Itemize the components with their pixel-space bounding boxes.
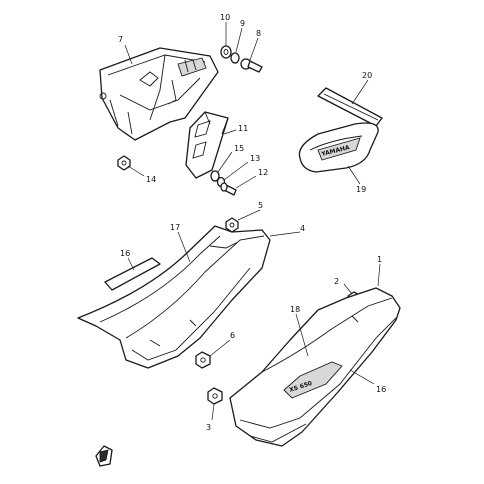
callout-20: 20 [362,71,372,80]
left-side-cover-part [77,225,271,369]
callout-16-left: 16 [120,249,130,258]
callout-8: 8 [256,29,261,38]
grommet-3-part [207,387,223,405]
right-side-cover-part: XS 650 [229,287,401,447]
callout-11: 11 [238,124,248,133]
callout-17: 17 [170,223,180,232]
callout-4: 4 [300,224,305,233]
callout-19: 19 [356,185,366,194]
callout-16-right: 16 [376,385,386,394]
small-clip-part [95,445,113,467]
screw-stack-part [210,170,237,196]
washer-stack-part [220,45,263,73]
callout-14: 14 [146,175,156,184]
callout-13: 13 [250,154,260,163]
leader-lines [124,22,381,421]
callout-5: 5 [258,201,263,210]
callout-1: 1 [377,255,382,264]
strap-part [317,87,383,127]
nut-5-part [225,217,239,233]
nut-14-part [117,155,131,171]
callout-9: 9 [240,19,245,28]
callout-15: 15 [234,144,244,153]
callout-3: 3 [206,423,211,432]
callout-6: 6 [230,331,235,340]
callout-labels: 7 10 9 8 11 15 13 12 14 20 19 5 4 17 16 … [118,13,386,432]
bracket-box-part [99,47,219,141]
callout-12: 12 [258,168,268,177]
pouch-part: YAMAHA [298,122,379,173]
mounting-plate-part [185,111,229,179]
callout-10: 10 [220,13,230,22]
callout-18: 18 [290,305,300,314]
callout-2: 2 [334,277,339,286]
grommet-6-part [195,351,211,369]
stripe-decal-part [104,257,161,291]
callout-7: 7 [118,35,123,44]
